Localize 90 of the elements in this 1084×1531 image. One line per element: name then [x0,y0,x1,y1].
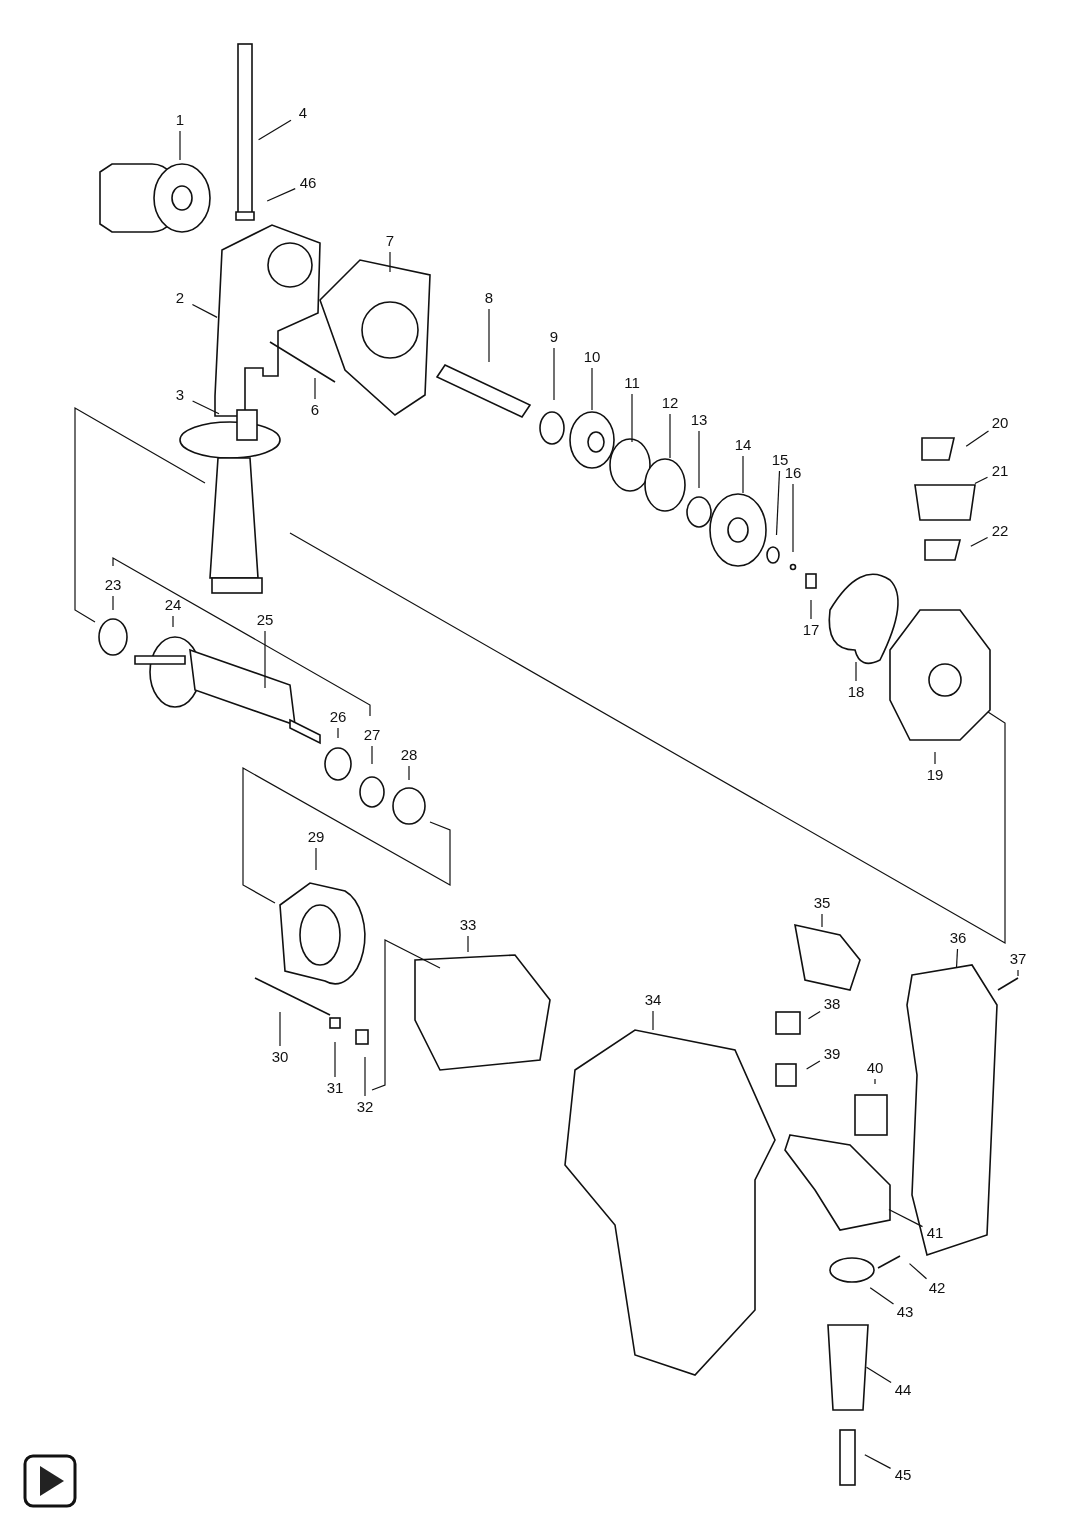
callout-number: 23 [104,577,122,593]
leader-line [669,413,671,459]
callout-number: 19 [926,767,944,783]
leader-line [864,1454,892,1469]
callout-number: 34 [644,992,662,1008]
leader-line [264,630,266,689]
callout-number: 15 [771,452,789,468]
leader-line [337,727,339,739]
leader-line [652,1010,654,1031]
leader-line [191,303,218,318]
callout-number: 28 [400,747,418,763]
callout-number: 31 [326,1080,344,1096]
leader-line [364,1056,366,1097]
leader-line [315,847,317,871]
leader-line [467,935,469,953]
callout-number: 13 [690,412,708,428]
callout-number: 18 [847,684,865,700]
callout-number: 16 [784,465,802,481]
leader-line [179,130,181,161]
leader-line [266,188,296,202]
callout-number: 41 [926,1225,944,1241]
leader-line [488,308,490,363]
callout-number: 37 [1009,951,1027,967]
callout-number: 40 [866,1060,884,1076]
leader-line [908,1263,928,1280]
callout-number: 36 [949,930,967,946]
callout-number: 33 [459,917,477,933]
callout-number: 44 [894,1382,912,1398]
leader-line [1017,969,1019,977]
leader-line [934,751,936,765]
leader-line [865,1366,892,1384]
leader-line [810,599,812,620]
leader-line [279,1011,281,1047]
leader-line [742,455,744,494]
leader-line [775,470,781,536]
callout-number: 14 [734,437,752,453]
leader-line [974,476,989,485]
leader-line [806,1060,821,1070]
callout-number: 29 [307,829,325,845]
leader-line [970,536,989,547]
callout-number: 39 [823,1046,841,1062]
callout-number: 20 [991,415,1009,431]
callout-number: 43 [896,1304,914,1320]
callout-number: 38 [823,996,841,1012]
leader-line [888,1208,924,1228]
leader-line [965,430,990,447]
callout-number: 46 [299,175,317,191]
callout-number: 45 [894,1467,912,1483]
callout-number: 26 [329,709,347,725]
leader-line [112,595,114,611]
leader-line [698,430,700,489]
callout-number: 30 [271,1049,289,1065]
callout-number: 17 [802,622,820,638]
leader-line [334,1041,336,1078]
callout-number: 10 [583,349,601,365]
callout-number: 2 [175,290,185,306]
leader-line [553,347,555,401]
callout-number: 24 [164,597,182,613]
callout-number: 32 [356,1099,374,1115]
callout-number: 11 [624,375,640,391]
callout-number: 35 [813,895,831,911]
leader-line [955,948,959,969]
leader-line [792,483,794,553]
callout-number: 22 [991,523,1009,539]
callout-number: 21 [991,463,1009,479]
callout-number: 25 [256,612,274,628]
leader-line [258,119,292,141]
callout-number: 8 [484,290,494,306]
leader-line [807,1010,821,1020]
leader-line [389,251,391,273]
leader-line [591,367,593,411]
callout-number: 7 [385,233,395,249]
leader-line [314,377,316,400]
callout-number: 1 [175,112,185,128]
leader-line [172,615,174,628]
leader-line [631,393,633,443]
leader-line [874,1078,876,1085]
callout-number: 42 [928,1280,946,1296]
leader-line [821,913,823,928]
leader-line [869,1287,895,1305]
callout-number: 3 [175,387,185,403]
leader-line [408,765,410,781]
leader-line [855,661,857,682]
callout-number: 27 [363,727,381,743]
leader-line [192,400,220,415]
callout-number: 12 [661,395,679,411]
callout-number: 9 [549,329,559,345]
callout-number: 6 [310,402,320,418]
leader-line [371,745,373,765]
callout-number: 4 [298,105,308,121]
